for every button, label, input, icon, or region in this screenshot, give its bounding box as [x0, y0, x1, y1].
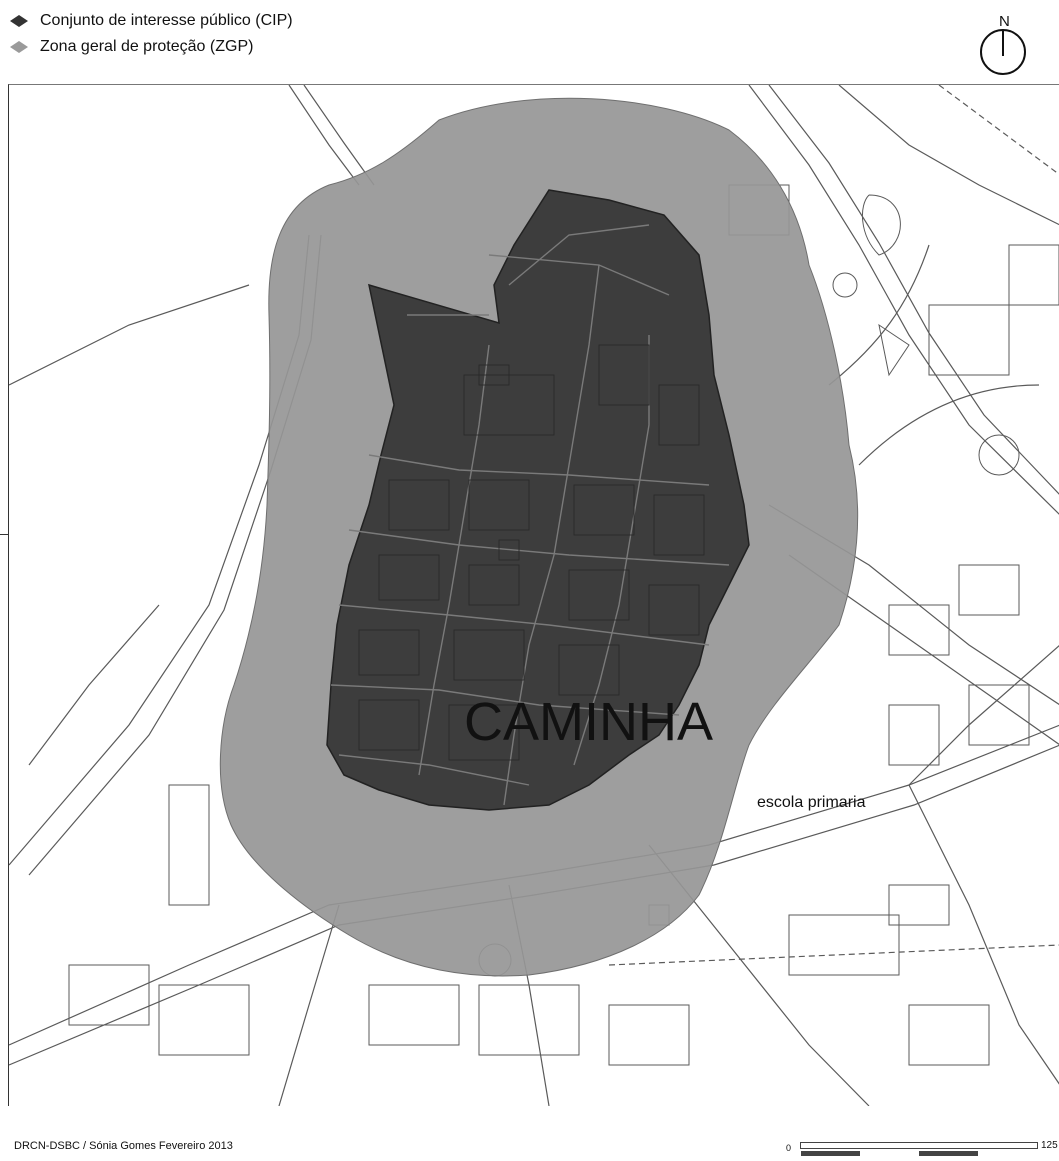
cip-streets: [330, 224, 730, 806]
scale-start-label: 0: [786, 1143, 792, 1153]
north-arrow-icon: N: [975, 8, 1035, 80]
legend-item-zgp: Zona geral de proteção (ZGP): [8, 34, 293, 60]
zgp-swatch-icon: [10, 41, 28, 53]
place-name-label: CAMINHA: [464, 692, 713, 752]
frame-tick: [0, 534, 9, 535]
legend-label-cip: Conjunto de interesse público (CIP): [40, 12, 293, 29]
outer-parcels: [68, 184, 1059, 1066]
scale-end-label: 125: [1041, 1140, 1058, 1151]
legend-label-zgp: Zona geral de proteção (ZGP): [40, 38, 254, 55]
landmark-label-escola: escola primaria: [757, 794, 866, 811]
map-legend: Conjunto de interesse público (CIP) Zona…: [8, 8, 293, 60]
north-label: N: [999, 13, 1010, 30]
cip-swatch-icon: [10, 15, 28, 27]
map-canvas[interactable]: CAMINHA escola primaria: [8, 84, 1059, 1106]
legend-item-cip: Conjunto de interesse público (CIP): [8, 8, 293, 34]
scale-bar: [800, 1142, 1038, 1156]
map-credit: DRCN-DSBC / Sónia Gomes Fevereiro 2013: [14, 1140, 233, 1152]
cip-parcels: [358, 344, 705, 761]
